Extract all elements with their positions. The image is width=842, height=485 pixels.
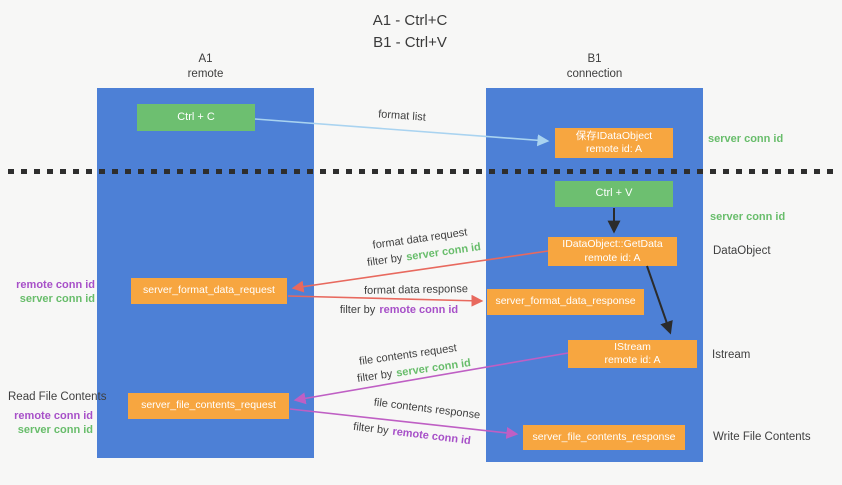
- lane-right-name: B1: [587, 53, 602, 65]
- node-save-idataobject-line2: remote id: A: [585, 143, 643, 155]
- node-file-request-label: server_file_contents_request: [141, 399, 276, 412]
- node-save-idataobject: 保存IDataObject remote id: A: [555, 128, 673, 158]
- node-format-request-label: server_format_data_request: [143, 284, 275, 297]
- node-istream: IStream remote id: A: [568, 340, 697, 368]
- label-remote-conn-id-left-2: remote conn id: [14, 410, 93, 422]
- lane-header-left: A1 remote: [97, 52, 314, 82]
- label-dataobject: DataObject: [713, 245, 771, 257]
- filter-by-text: filter by: [352, 420, 390, 438]
- filter-by-text: filter by: [356, 368, 394, 385]
- remote-conn-id-text: remote conn id: [379, 304, 459, 316]
- node-server-file-contents-response: server_file_contents_response: [523, 425, 685, 450]
- arrow-format-data-response: [287, 294, 484, 307]
- node-server-format-data-request: server_format_data_request: [131, 278, 287, 304]
- filter-by-text: filter by: [339, 304, 376, 316]
- lane-header-right: B1 connection: [486, 52, 703, 82]
- node-getdata-line2: remote id: A: [584, 251, 641, 264]
- title-line-2: B1 - Ctrl+V: [373, 33, 447, 51]
- lane-left-subtitle: remote: [187, 67, 224, 80]
- node-getdata-line1: IDataObject::GetData: [562, 238, 663, 251]
- filter-by-text: filter by: [366, 252, 404, 269]
- node-ctrl-c-label: Ctrl + C: [177, 110, 215, 123]
- node-save-idataobject-line1: 保存IDataObject: [575, 129, 653, 142]
- label-write-file-contents: Write File Contents: [713, 431, 811, 443]
- conn-id-block-file: remote conn id server conn id: [10, 409, 93, 438]
- phase-separator-dashed-line: [8, 169, 836, 174]
- node-ctrl-v: Ctrl + V: [555, 181, 673, 207]
- label-istream: Istream: [712, 349, 751, 361]
- title-line-1: A1 - Ctrl+C: [372, 12, 448, 29]
- label-server-conn-id-left-1: server conn id: [19, 293, 95, 306]
- node-server-file-contents-request: server_file_contents_request: [128, 393, 289, 419]
- label-server-conn-id-mid-right: server conn id: [710, 211, 786, 223]
- node-server-format-data-response: server_format_data_response: [487, 289, 644, 315]
- label-server-conn-id-left-2: server conn id: [17, 424, 93, 437]
- node-file-response-label: server_file_contents_response: [532, 430, 676, 443]
- node-idataobject-getdata: IDataObject::GetData remote id: A: [548, 237, 677, 266]
- label-format-list: format list: [377, 108, 427, 124]
- node-format-response-label: server_format_data_response: [495, 295, 636, 308]
- label-server-conn-id-top-right: server conn id: [708, 133, 784, 145]
- remote-conn-id-text: remote conn id: [391, 425, 472, 448]
- conn-id-block-format: remote conn id server conn id: [10, 278, 95, 307]
- label-remote-conn-id-left-1: remote conn id: [16, 279, 95, 291]
- label-file-contents-response: file contents response: [373, 396, 481, 422]
- diagram-title: A1 - Ctrl+C B1 - Ctrl+V: [300, 10, 520, 54]
- node-istream-line1: IStream: [614, 340, 651, 353]
- label-format-data-response: format data response: [363, 283, 469, 297]
- node-ctrl-c: Ctrl + C: [137, 104, 255, 131]
- node-istream-line2: remote id: A: [604, 354, 661, 366]
- lane-left-name: A1: [198, 53, 213, 65]
- lane-right-subtitle: connection: [566, 67, 623, 80]
- node-ctrl-v-label: Ctrl + V: [595, 187, 633, 200]
- label-read-file-contents: Read File Contents: [8, 391, 107, 403]
